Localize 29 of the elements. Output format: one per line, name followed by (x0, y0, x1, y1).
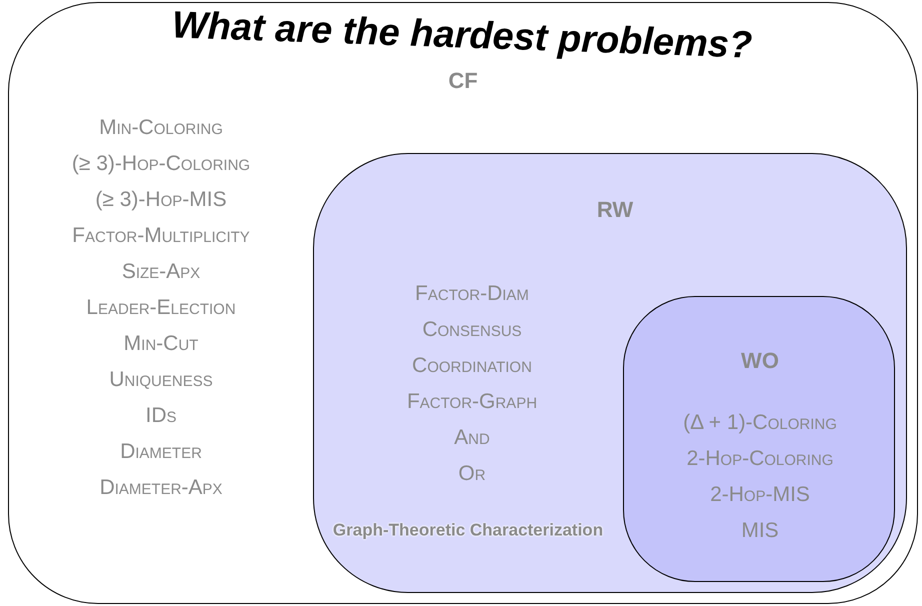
problem-name: And (454, 425, 490, 451)
region-label: CF (448, 67, 478, 95)
problem-name: Min-Cut (124, 331, 198, 357)
region-label: RW (596, 196, 634, 224)
rounded-region (313, 153, 907, 593)
region-label: WO (741, 347, 779, 375)
problem-name: Diameter-Apx (100, 475, 222, 501)
problem-name: Factor-Multiplicity (72, 223, 250, 249)
problem-name: Leader-Election (86, 295, 236, 321)
problem-name: 2-Hop-MIS (710, 482, 810, 508)
overlay-question: What are the hardest problems? (170, 3, 754, 69)
problem-name: Size-Apx (122, 259, 200, 285)
problem-name: Factor-Graph (406, 389, 538, 415)
problem-name: (≥ 3)-Hop-Coloring (72, 151, 250, 177)
rounded-region (623, 296, 895, 582)
problem-name: Factor-Diam (415, 281, 529, 307)
problem-name: Consensus (422, 317, 522, 343)
problem-name: (≥ 3)-Hop-MIS (95, 187, 227, 213)
problem-name: Or (458, 461, 486, 487)
problem-name: (Δ + 1)-Coloring (683, 410, 837, 436)
problem-name: 2-Hop-Coloring (686, 446, 834, 472)
diagonal-caption: Graph-Theoretic Characterization (332, 519, 604, 542)
problem-name: Uniqueness (109, 367, 213, 393)
rounded-region (8, 2, 918, 604)
problem-name: Min-Coloring (99, 115, 223, 141)
problem-name: Diameter (120, 439, 202, 465)
problem-name: MIS (741, 518, 779, 544)
problem-name: IDs (146, 403, 176, 429)
problem-name: Coordination (412, 353, 532, 379)
